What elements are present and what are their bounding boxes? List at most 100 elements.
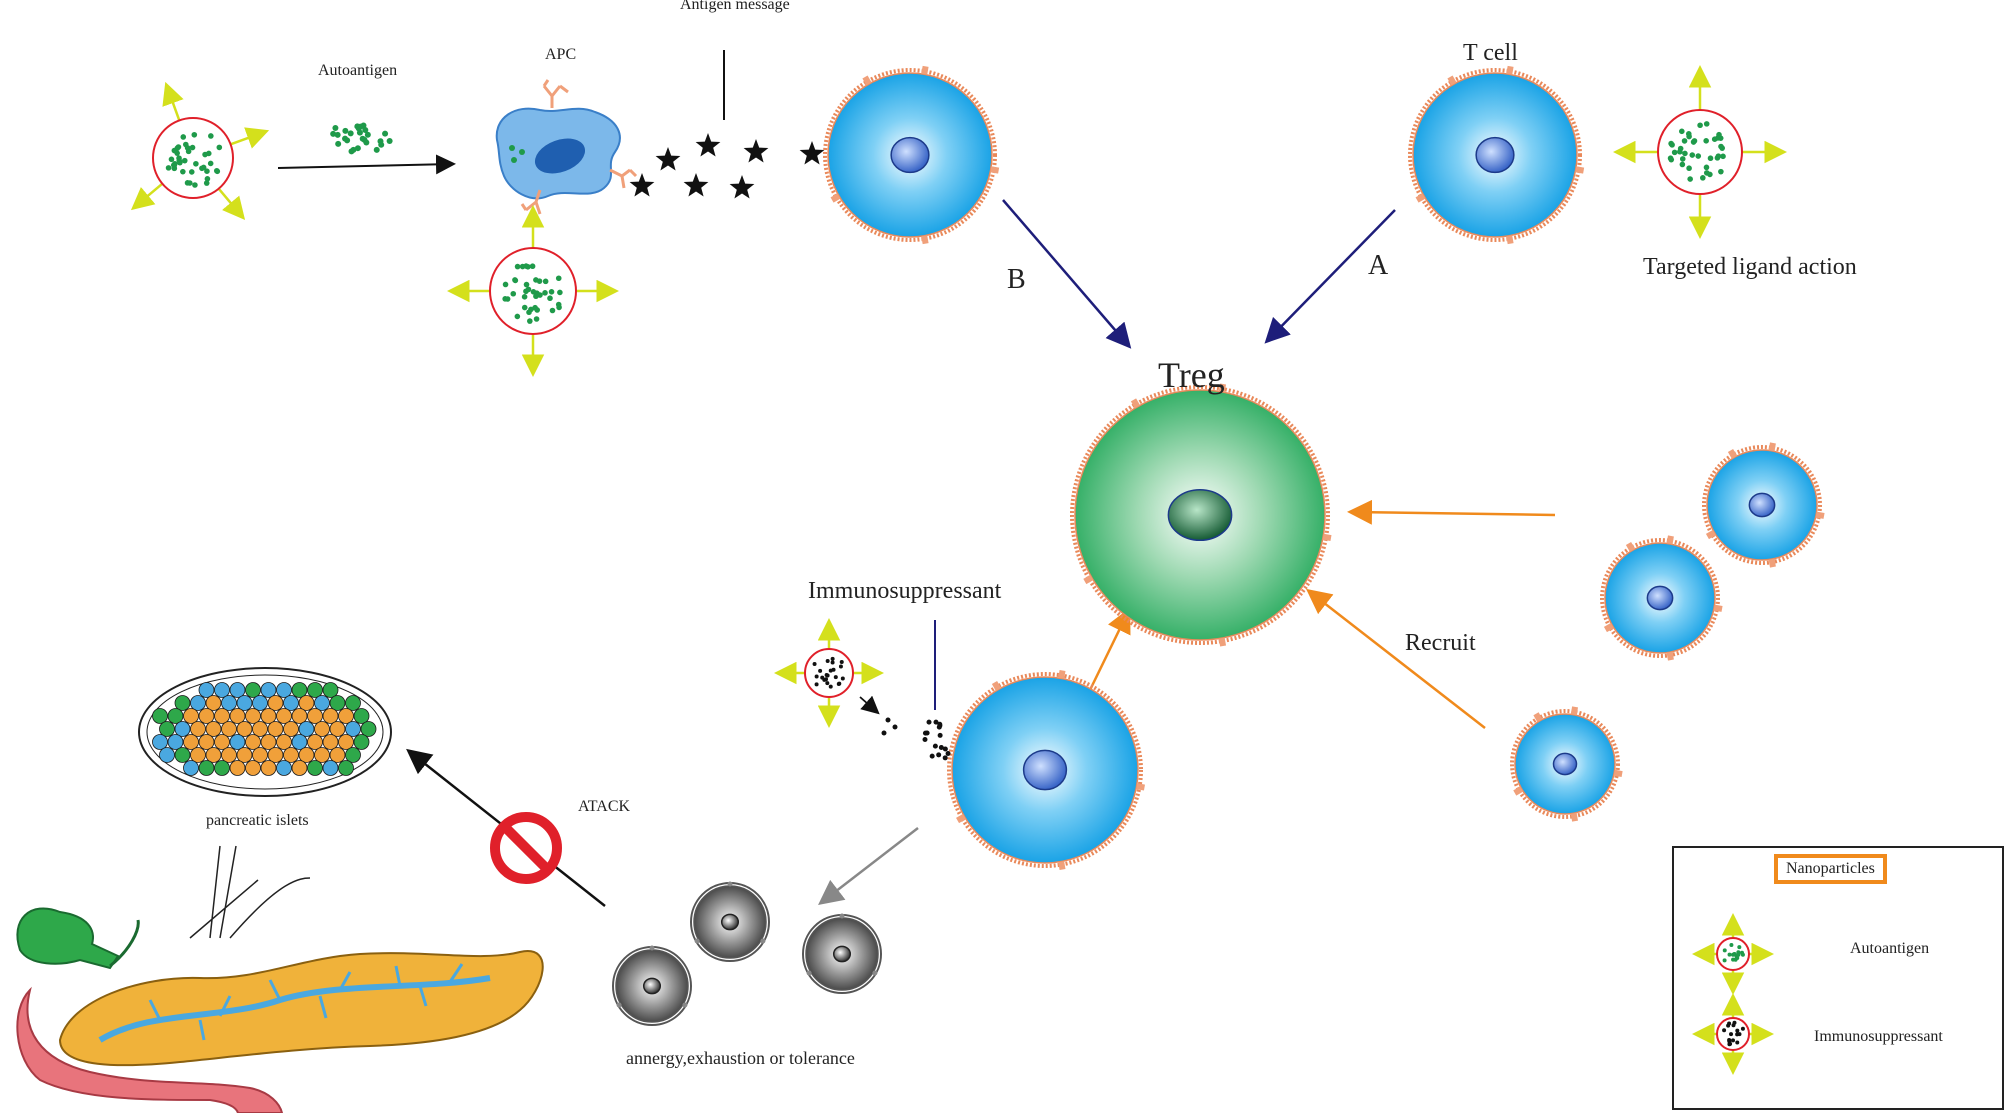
apc-target-t-cell (823, 65, 1000, 245)
arrow-autoantigen-to-apc (277, 154, 456, 175)
antigen-star-icon (629, 173, 655, 197)
islet-cell (360, 721, 377, 737)
islet-cell (276, 760, 292, 776)
autoantigen-dot (363, 139, 370, 146)
islet-cell (198, 734, 215, 750)
islet-cell (183, 708, 199, 724)
treg-cell-icon (1070, 383, 1332, 647)
label-recruit: Recruit (1405, 630, 1476, 656)
autoantigen-dot (334, 131, 341, 138)
legend-title: Nanoparticles (1774, 854, 1887, 884)
islet-cell (167, 708, 184, 724)
anergic-cell-1 (690, 881, 770, 962)
arrow-path-b (1002, 199, 1132, 349)
islet-cell (345, 695, 361, 711)
antigen-star-icon (799, 141, 825, 165)
label-anergy: annergy,exhaustion or tolerance (626, 1048, 855, 1068)
arrow-tcell-to-treg (1088, 607, 1131, 691)
islet-cell (260, 682, 277, 698)
islet-cell (245, 682, 261, 698)
islet-cell (167, 734, 184, 750)
pancreas-icon (16, 845, 544, 1114)
label-path-b: B (1007, 264, 1026, 295)
islet-cell (236, 695, 253, 711)
islet-cell (260, 734, 277, 750)
islet-cell (190, 695, 206, 711)
islet-cell (276, 734, 292, 750)
t-cell-icon (1408, 65, 1585, 245)
autoantigen-dot (342, 127, 349, 134)
recruit-t-cell-1 (1702, 442, 1825, 568)
islet-cell (174, 721, 191, 737)
autoantigen-dot (347, 130, 354, 137)
antigen-star-icon (683, 173, 709, 197)
legend-item-immunosuppressant: Immunosuppressant (1814, 1028, 1943, 1045)
drug-dot (892, 724, 898, 730)
label-path-a: A (1368, 250, 1389, 281)
islet-cell (190, 721, 206, 737)
autoantigen-dot (348, 148, 355, 155)
islet-cell (322, 682, 339, 698)
immunosuppressant-nanoparticle (774, 618, 884, 728)
islet-cell (307, 682, 323, 698)
islet-cell (214, 734, 230, 750)
islet-cell (314, 721, 330, 737)
islet-cell (245, 708, 261, 724)
islet-cell (214, 682, 230, 698)
islet-cell (276, 708, 292, 724)
label-pancreatic-islets: pancreatic islets (206, 812, 309, 829)
islet-cell (183, 734, 199, 750)
islet-cell (245, 734, 261, 750)
islet-cell (229, 708, 246, 724)
islet-cell (276, 682, 292, 698)
label-t-cell: T cell (1463, 40, 1518, 66)
anergic-cell-2 (802, 913, 882, 994)
islet-cell (329, 747, 346, 763)
recruit-t-cell-3 (1510, 706, 1623, 822)
legend-autoantigen-icon (1692, 913, 1774, 995)
islet-cell (345, 721, 361, 737)
islet-cell (267, 721, 284, 737)
islet-cell (252, 747, 268, 763)
autoantigen-dot (373, 146, 380, 153)
islet-cell (229, 734, 246, 750)
drug-dot (932, 743, 938, 749)
drug-dot (942, 746, 948, 752)
autoantigen-dot (330, 130, 337, 137)
recruit-t-cell-2 (1600, 535, 1723, 661)
autoantigen-dot (382, 130, 389, 137)
drug-dot (942, 755, 948, 761)
islet-cell (236, 747, 253, 763)
islet-cell (291, 708, 308, 724)
legend-box: Nanoparticles Autoantigen Immunosuppress… (1672, 846, 2004, 1110)
islet-cell (322, 734, 339, 750)
apc-cell-icon (495, 79, 638, 215)
islet-cell (190, 747, 206, 763)
islet-cell (152, 708, 168, 724)
antigen-star-icon (695, 133, 721, 157)
islet-cell (329, 721, 346, 737)
islet-cell (283, 721, 299, 737)
anergic-cell-3 (612, 945, 692, 1026)
label-apc: APC (545, 46, 577, 63)
label-targeted-ligand-action: Targeted ligand action (1643, 254, 1857, 280)
autoantigen-dot (377, 138, 384, 145)
islet-cell (338, 708, 354, 724)
drug-dot (936, 724, 942, 730)
islet-cell (236, 721, 253, 737)
islet-cell (159, 747, 175, 763)
drug-dot (885, 717, 891, 723)
autoantigen-dot (342, 135, 349, 142)
islet-cell (298, 695, 315, 711)
label-immunosuppressant: Immunosuppressant (808, 578, 1002, 604)
islet-cell (174, 747, 191, 763)
islet-cell (307, 760, 323, 776)
islet-cell (291, 682, 308, 698)
islet-cell (353, 734, 370, 750)
antigen-star-icon (743, 139, 769, 163)
islet-cell (229, 760, 246, 776)
islet-cell (245, 760, 261, 776)
drug-dot (881, 730, 887, 736)
